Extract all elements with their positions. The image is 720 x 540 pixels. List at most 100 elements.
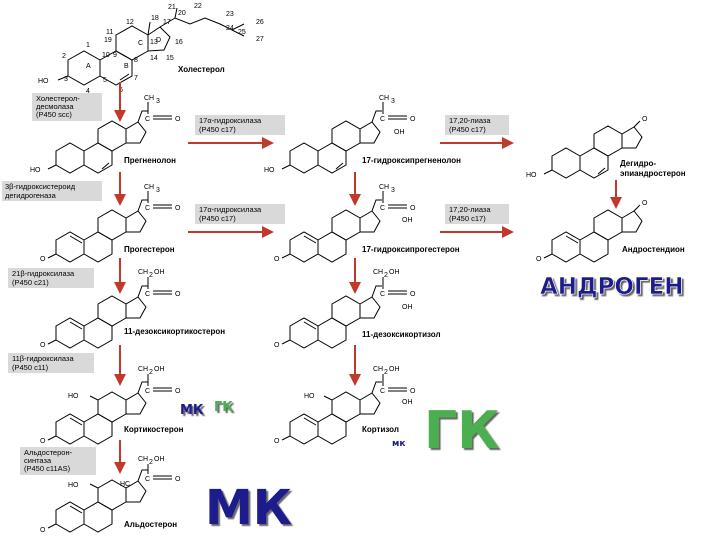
atom-num: 16 bbox=[175, 39, 183, 46]
group-o: O bbox=[175, 205, 181, 212]
group-c: C bbox=[380, 388, 385, 395]
atom-num: 20 bbox=[178, 10, 186, 17]
mk-small-label: МК bbox=[180, 403, 204, 418]
enzyme-line: Холестерол- bbox=[36, 94, 80, 103]
group-oh-tail: OH bbox=[154, 456, 165, 463]
group-c: C bbox=[380, 116, 385, 123]
atom-num: 24 bbox=[226, 25, 234, 32]
group-c: C bbox=[380, 291, 385, 298]
cortisol-name: Кортизол bbox=[362, 425, 399, 434]
ring-letter-d: D bbox=[156, 37, 161, 44]
atom-num: 1 bbox=[86, 42, 90, 49]
group-o: O bbox=[40, 527, 46, 534]
pathway-arrows bbox=[114, 82, 622, 474]
deoxycorticosterone-groups: CH 2 OH C O O bbox=[40, 269, 181, 349]
mk-tiny-label: мк bbox=[392, 439, 405, 449]
atom-num: 13 bbox=[150, 39, 158, 46]
atom-num: 9 bbox=[113, 52, 117, 59]
hydroxypregnenolone-structure bbox=[281, 110, 382, 174]
androstenedione-groups: O O bbox=[536, 200, 648, 263]
ring-letter-c: C bbox=[138, 40, 143, 47]
group-o: O bbox=[175, 116, 181, 123]
enzyme-line: (P450 c11AS) bbox=[24, 464, 71, 473]
corticosterone-structure bbox=[47, 381, 148, 445]
hydroxypregnenolone-name: 17-гидроксипрегненолон bbox=[362, 156, 461, 165]
group-ho: HO bbox=[68, 393, 79, 400]
gk-big-label: ГК bbox=[424, 401, 500, 461]
progesterone-structure bbox=[47, 199, 148, 263]
group-oh: OH bbox=[402, 399, 413, 406]
group-sub: 3 bbox=[391, 187, 395, 194]
atom-num: 2 bbox=[62, 53, 66, 60]
progesterone-groups: CH 3 C O O bbox=[40, 184, 181, 263]
atom-num: 11 bbox=[106, 29, 113, 36]
hydroxyprogesterone-name: 17-гидроксипрогестерон bbox=[362, 245, 460, 254]
enzyme-line: (P450 c21) bbox=[12, 278, 49, 287]
atom-num: 3 bbox=[64, 76, 68, 83]
enzyme-17-20-lyase-1: 17,20-лиаза (P450 c17) bbox=[445, 115, 509, 135]
group-c: C bbox=[380, 205, 385, 212]
group-sub: 3 bbox=[156, 98, 160, 105]
group-o: O bbox=[274, 438, 280, 445]
enzyme-line: 3β-гидроксистероид bbox=[5, 182, 76, 191]
cholesterol-name: Холестерол bbox=[178, 65, 225, 74]
enzyme-line: (P450 c17) bbox=[199, 125, 236, 134]
group-o: O bbox=[410, 388, 416, 395]
atom-num: 18 bbox=[151, 15, 159, 22]
group-ch2: CH bbox=[373, 366, 383, 373]
atom-num: 15 bbox=[166, 55, 174, 62]
hydroxyprogesterone-groups: CH 3 C O OH O bbox=[274, 184, 416, 263]
atom-num: 5 bbox=[103, 77, 107, 84]
group-oh: OH bbox=[394, 129, 405, 136]
group-ho: HO bbox=[526, 172, 537, 179]
group-oh: OH bbox=[402, 304, 413, 311]
deoxycortisol-name: 11-дезоксикортизол bbox=[362, 330, 441, 339]
group-ch2: CH bbox=[138, 456, 148, 463]
aldosterone-structure bbox=[47, 469, 148, 533]
cholesterol-atom-numbers: 1 2 3 4 5 6 7 8 9 10 11 12 13 14 15 16 1… bbox=[62, 3, 264, 95]
corticosterone-groups: CH 2 OH C O HO O bbox=[40, 366, 181, 445]
group-sub: 2 bbox=[384, 369, 388, 376]
enzyme-11-hydroxylase: 11β-гидроксилаза (P450 c11) bbox=[8, 353, 94, 373]
cholesterol-structure bbox=[57, 7, 245, 86]
enzyme-line: 17,20-лиаза bbox=[449, 205, 491, 214]
group-sub: 3 bbox=[156, 187, 160, 194]
atom-num: 17 bbox=[163, 19, 171, 26]
dhea-structure bbox=[543, 120, 643, 179]
deoxycorticosterone-name: 11-дезоксикортикостерон bbox=[124, 327, 225, 336]
enzyme-3b-hsd: 3β-гидроксистероид дегидрогеназа bbox=[2, 181, 102, 201]
atom-num: 23 bbox=[226, 11, 234, 18]
group-o: O bbox=[536, 256, 542, 263]
enzyme-line: 11β-гидроксилаза bbox=[12, 354, 74, 363]
atom-num: 4 bbox=[86, 88, 90, 95]
enzyme-line: 17,20-лиаза bbox=[449, 116, 491, 125]
enzyme-line: 17α-гидроксилаза bbox=[199, 205, 262, 214]
group-o: O bbox=[410, 116, 416, 123]
group-o: O bbox=[40, 438, 46, 445]
group-o: O bbox=[274, 256, 280, 263]
group-oh-tail: OH bbox=[389, 366, 400, 373]
group-o: O bbox=[642, 200, 648, 207]
deoxycortisol-structure bbox=[281, 285, 382, 349]
group-o: O bbox=[642, 116, 648, 123]
group-o: O bbox=[175, 476, 181, 483]
enzyme-line: (P450 c17) bbox=[449, 125, 486, 134]
enzyme-line: дегидрогеназа bbox=[5, 191, 57, 200]
androgen-label: АНДРОГЕН bbox=[540, 274, 684, 300]
enzyme-line: (P450 c17) bbox=[199, 214, 236, 223]
group-ch: CH bbox=[144, 95, 154, 102]
progesterone-name: Прогестерон bbox=[124, 245, 175, 254]
group-o: O bbox=[274, 342, 280, 349]
enzyme-line: (P450 c17) bbox=[449, 214, 486, 223]
atom-num: 10 bbox=[102, 52, 110, 59]
deoxycorticosterone-structure bbox=[47, 285, 148, 349]
atom-num: 8 bbox=[134, 57, 138, 64]
pregnenolone-groups: CH 3 C O HO bbox=[30, 95, 181, 174]
enzyme-line: (P450 scc) bbox=[36, 110, 72, 119]
atom-num: 21 bbox=[168, 4, 176, 11]
mk-big-label: МК bbox=[205, 480, 292, 536]
aldosterone-name: Альдостерон bbox=[124, 520, 177, 529]
group-sub: 2 bbox=[149, 272, 153, 279]
group-hc: HC bbox=[120, 481, 130, 488]
